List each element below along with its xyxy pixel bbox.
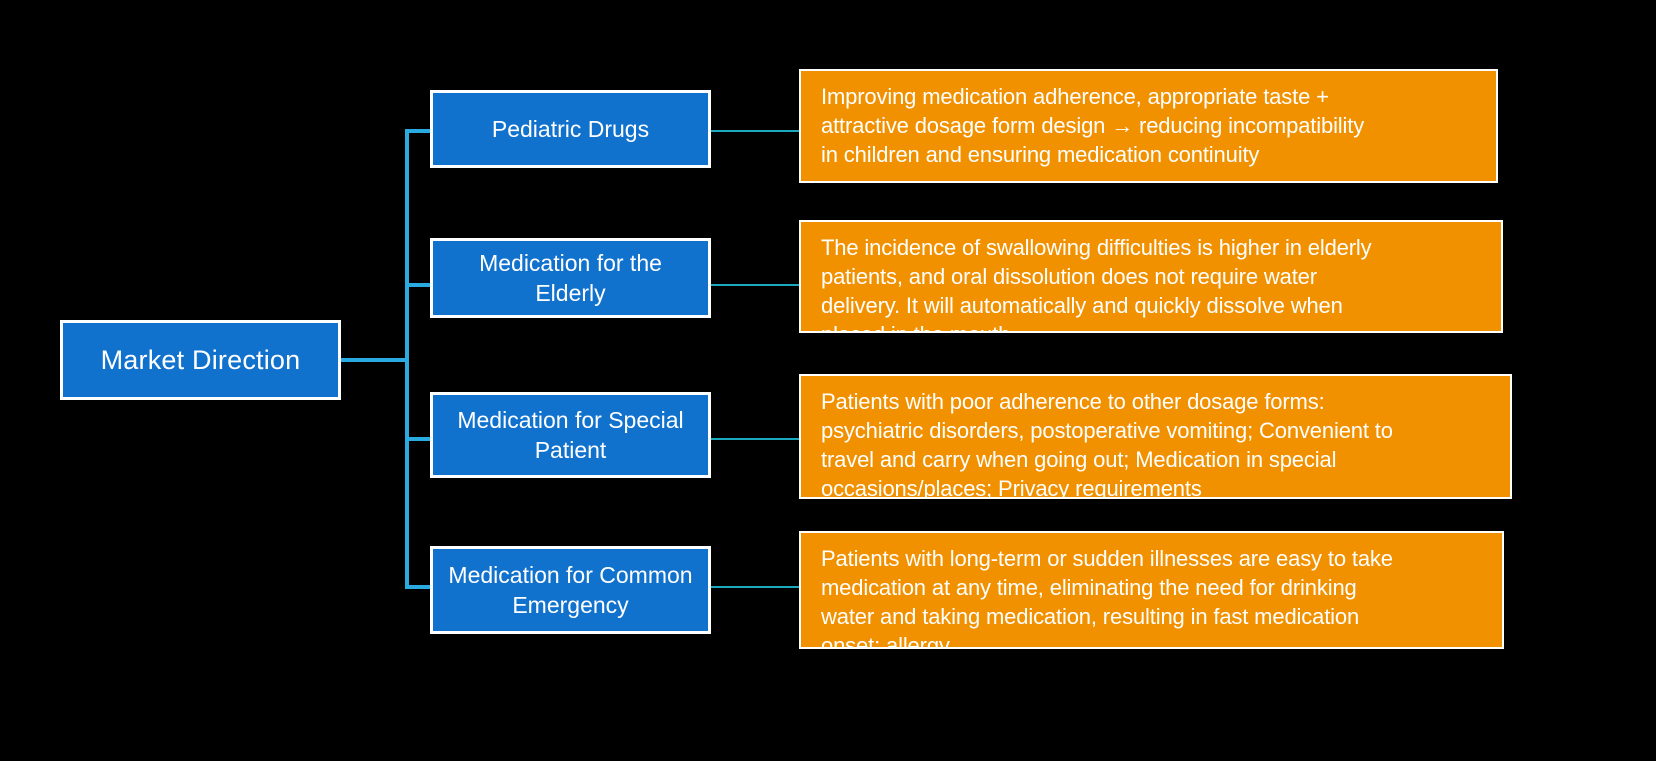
connector-branch-2 [405,283,432,287]
connector-detail-2 [711,284,800,286]
connector-detail-4 [711,586,800,588]
detail-node-medication-for-special-patient[interactable]: Patients with poor adherence to other do… [799,374,1512,499]
category-node-medication-for-special-patient[interactable]: Medication for Special Patient [430,392,711,478]
connector-root-stub [341,358,408,362]
category-node-label: Medication for the Elderly [479,249,662,306]
category-node-medication-for-common-emergency[interactable]: Medication for Common Emergency [430,546,711,634]
connector-branch-3 [405,437,432,441]
detail-node-text: The incidence of swallowing difficulties… [821,235,1372,331]
connector-branch-4 [405,585,432,589]
root-node-label: Market Direction [100,344,301,375]
root-node-market-direction[interactable]: Market Direction [60,320,341,400]
detail-node-pediatric-drugs[interactable]: Improving medication adherence, appropri… [799,69,1498,183]
category-node-label: Medication for Special Patient [457,406,684,463]
connector-detail-3 [711,438,800,440]
category-node-label: Pediatric Drugs [491,115,650,142]
detail-node-text: Patients with long-term or sudden illnes… [821,546,1393,649]
category-node-medication-for-the-elderly[interactable]: Medication for the Elderly [430,238,711,318]
connector-branch-1 [405,129,432,133]
detail-node-medication-for-the-elderly[interactable]: The incidence of swallowing difficulties… [799,220,1503,333]
connector-trunk-vertical [405,131,409,588]
category-node-label: Medication for Common Emergency [448,561,693,618]
category-node-pediatric-drugs[interactable]: Pediatric Drugs [430,90,711,168]
detail-node-text: Improving medication adherence, appropri… [821,84,1365,168]
connector-detail-1 [711,130,800,132]
detail-node-text: Patients with poor adherence to other do… [821,389,1393,499]
detail-node-medication-for-common-emergency[interactable]: Patients with long-term or sudden illnes… [799,531,1504,649]
